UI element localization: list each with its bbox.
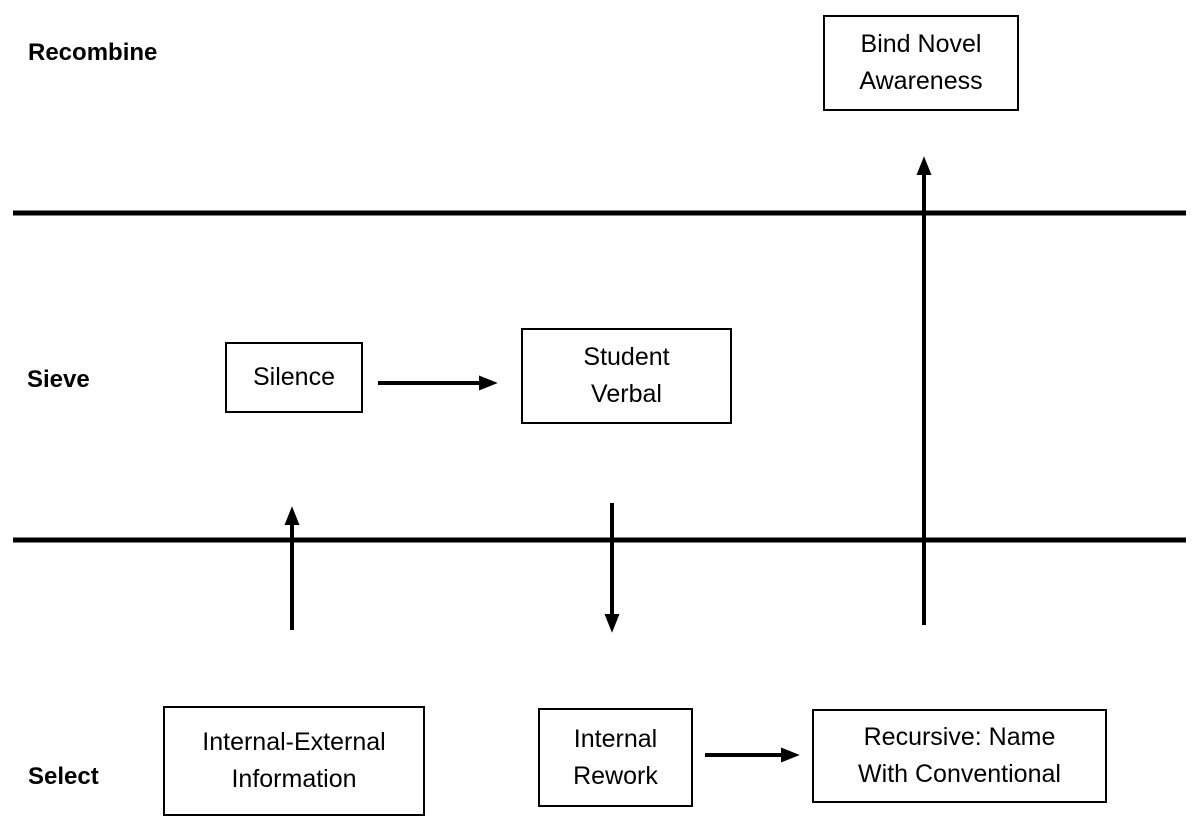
node-internal-external-information: Internal-External Information	[163, 706, 425, 816]
node-internal-rework: Internal Rework	[538, 708, 693, 807]
node-label: Internal-External Information	[202, 728, 386, 793]
band-label-select: Select	[28, 763, 99, 790]
band-label-recombine: Recombine	[28, 39, 158, 66]
node-recursive-name-with-conventional: Recursive: Name With Conventional	[812, 709, 1107, 803]
node-label: Student Verbal	[583, 343, 670, 408]
band-label-sieve: Sieve	[27, 366, 90, 393]
node-silence: Silence	[225, 342, 363, 413]
node-label: Bind Novel Awareness	[859, 30, 983, 95]
node-label: Silence	[253, 363, 335, 391]
node-bind-novel-awareness: Bind Novel Awareness	[823, 15, 1019, 111]
node-label: Internal Rework	[573, 724, 658, 790]
node-label: Recursive: Name With Conventional	[858, 723, 1061, 788]
node-student-verbal: Student Verbal	[521, 328, 732, 424]
